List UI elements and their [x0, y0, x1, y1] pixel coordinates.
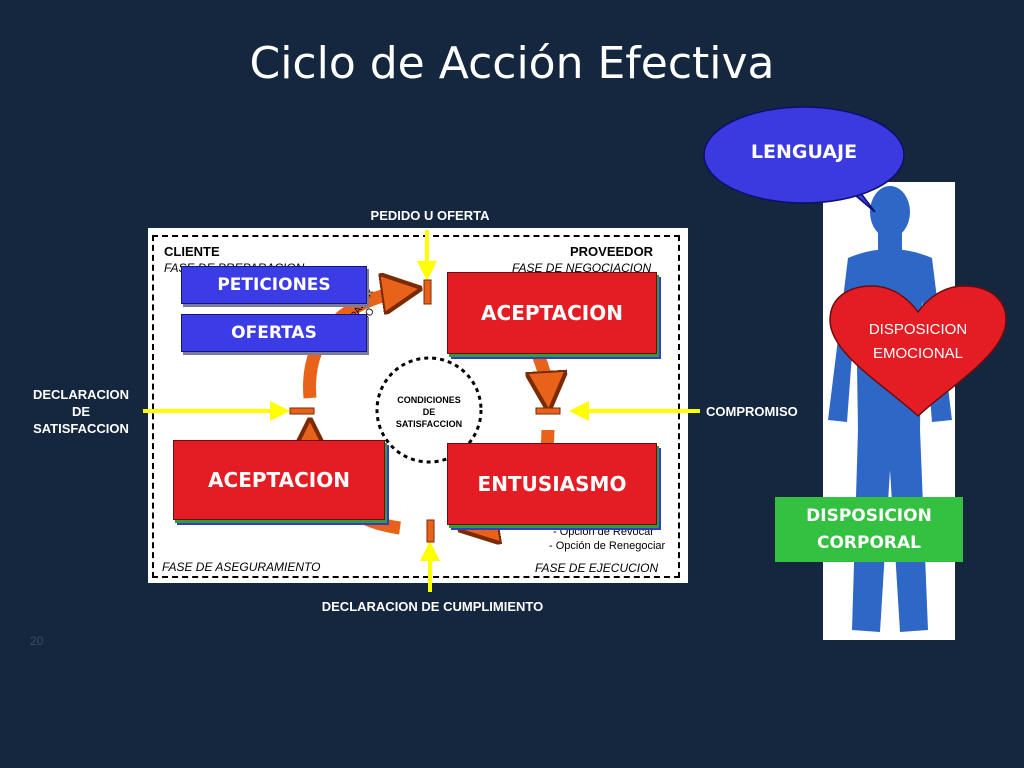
label-opcion-renegociar: - Opción de Renegociar — [549, 540, 666, 552]
lenguaje-bubble — [703, 106, 905, 213]
label-proveedor: PROVEEDOR — [570, 244, 654, 259]
label-pedido-oferta: PEDIDO U OFERTA — [370, 208, 490, 223]
aceptacion-top-box: ACEPTACION — [447, 272, 657, 354]
dashed-frame — [152, 235, 680, 578]
label-opcion-revocar: - Opción de Revocar — [553, 526, 654, 538]
label-declaracion-3: SATISFACCION — [33, 421, 129, 436]
lenguaje-label: LENGUAJE — [750, 141, 858, 163]
disposicion-corporal-line1: DISPOSICION — [806, 505, 932, 526]
label-compromiso: COMPROMISO — [706, 404, 798, 419]
heart-icon — [829, 285, 1007, 418]
aceptacion-bottom-box: ACEPTACION — [173, 440, 385, 520]
label-cliente: CLIENTE — [164, 244, 220, 259]
center-circle — [375, 356, 483, 464]
peticiones-box: PETICIONES — [181, 266, 367, 304]
label-fase-negociacion: FASE DE NEGOCIACION — [512, 261, 652, 275]
label-declaracion-1: DECLARACION — [32, 387, 130, 402]
label-condiciones-2: DE — [422, 407, 436, 417]
disposicion-emocional: DISPOSICION EMOCIONAL — [836, 318, 1000, 366]
disposicion-emocional-line2: EMOCIONAL — [872, 345, 963, 362]
label-fase-aseguramiento: FASE DE ASEGURAMIENTO — [162, 560, 321, 574]
disposicion-corporal-line2: CORPORAL — [816, 532, 921, 553]
label-declaracion-satisfaccion: DECLARACION DE SATISFACCION — [14, 386, 148, 437]
ofertas-box: OFERTAS — [181, 314, 367, 352]
label-condiciones-1: CONDICIONES — [397, 395, 461, 405]
disposicion-corporal-box: DISPOSICION CORPORAL — [775, 497, 963, 562]
label-condiciones: CONDICIONES DE SATISFACCION — [379, 394, 479, 430]
label-declaracion-cumplimiento: DECLARACION DE CUMPLIMIENTO — [321, 599, 544, 614]
label-declaracion-2: DE — [71, 404, 91, 419]
disposicion-emocional-line1: DISPOSICION — [868, 321, 968, 338]
footnote: 20 — [30, 634, 44, 648]
entusiasmo-box: ENTUSIASMO — [447, 443, 657, 525]
page-title: Ciclo de Acción Efectiva — [249, 38, 775, 89]
label-condiciones-3: SATISFACCION — [395, 419, 463, 429]
label-fase-ejecucion: FASE DE EJECUCION — [535, 561, 659, 575]
